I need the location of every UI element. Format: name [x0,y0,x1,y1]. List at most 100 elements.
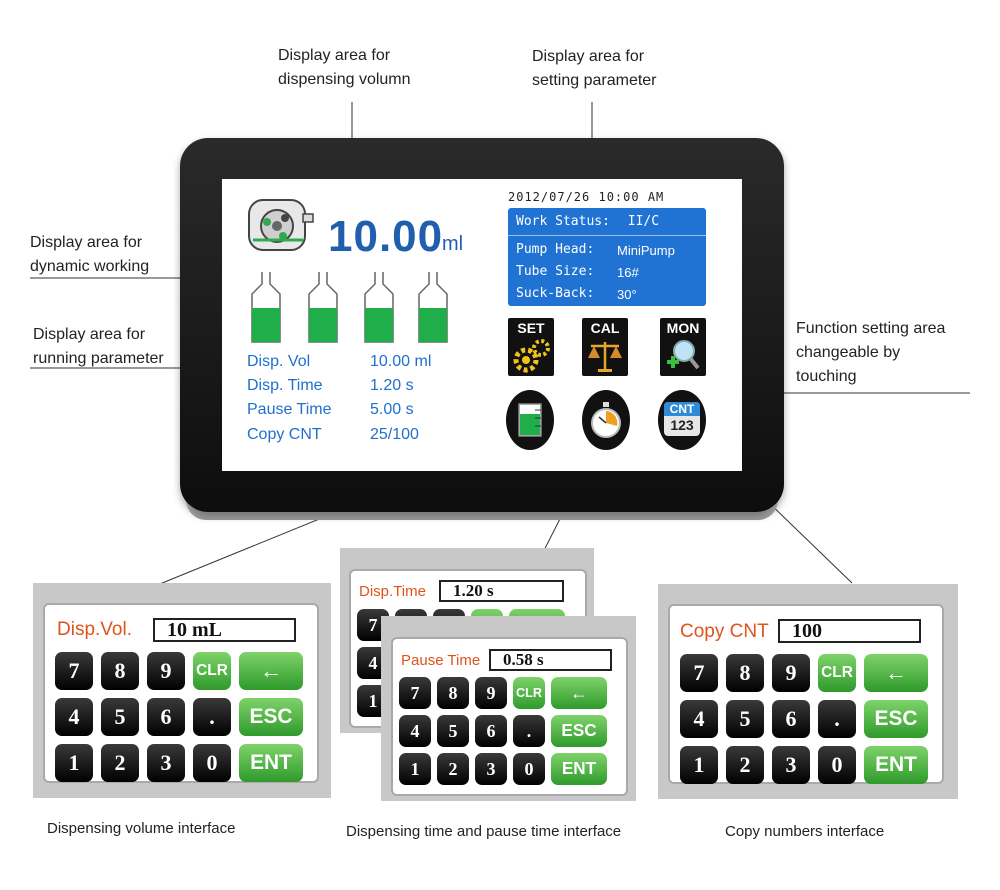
copy-key-1[interactable]: 1 [680,746,718,784]
gears-icon [513,339,550,373]
pump-head-label: Pump Head: [516,242,595,257]
suck-back-value: 30° [617,287,637,302]
volume-key-dot[interactable]: . [193,698,231,736]
bottle-icon [364,272,394,343]
volume-key-clr[interactable]: CLR [193,652,231,690]
pause-key-5[interactable]: 5 [437,715,469,747]
tube-size-value: 16# [617,265,639,280]
param-value-pause-time: 5.00 s [370,401,414,418]
volume-key-7[interactable]: 7 [55,652,93,690]
copy-key-8[interactable]: 8 [726,654,764,692]
suck-back-label: Suck-Back: [516,286,595,301]
bottle-icon [308,272,338,343]
copy-key-dot[interactable]: . [818,700,856,738]
copy-key-0[interactable]: 0 [818,746,856,784]
copy-key-clr[interactable]: CLR [818,654,856,692]
callout-line: Function setting area [796,320,946,337]
set-button[interactable]: SET [508,318,554,376]
callout-line: dynamic working [30,258,150,275]
callout-line: touching [796,368,857,385]
tube-size-label: Tube Size: [516,264,595,279]
volume-key-1[interactable]: 1 [55,744,93,782]
pause-key-4[interactable]: 4 [399,715,431,747]
stopwatch-icon [591,402,621,438]
work-status: Work Status: II/C [516,214,659,229]
copy-key-3[interactable]: 3 [772,746,810,784]
status-divider [508,235,706,236]
time-keypad-label: Disp.Time [359,583,426,600]
set-button-label: SET [517,320,545,336]
callout-line: Display area for [278,47,391,64]
counter-button[interactable]: CNT 123 [658,390,706,450]
pause-key-enter[interactable]: ENT [551,753,607,785]
counter-label: CNT [664,402,700,416]
pause-key-dot[interactable]: . [513,715,545,747]
copy-key-esc[interactable]: ESC [864,700,928,738]
pause-key-7[interactable]: 7 [399,677,431,709]
pause-key-2[interactable]: 2 [437,753,469,785]
copy-key-enter[interactable]: ENT [864,746,928,784]
pause-key-8[interactable]: 8 [437,677,469,709]
pause-input-display[interactable]: 0.58 s [489,649,612,671]
param-label-pause-time: Pause Time [247,401,332,418]
pause-key-0[interactable]: 0 [513,753,545,785]
dispensing-volume-unit: ml [442,233,464,255]
volume-key-5[interactable]: 5 [101,698,139,736]
pause-key-9[interactable]: 9 [475,677,507,709]
cal-button[interactable]: CAL [582,318,628,376]
cal-button-label: CAL [590,320,620,336]
volume-key-backspace-icon[interactable]: ← [239,652,303,690]
volume-key-2[interactable]: 2 [101,744,139,782]
callout-line: dispensing volumn [278,71,411,88]
volume-key-3[interactable]: 3 [147,744,185,782]
copy-key-6[interactable]: 6 [772,700,810,738]
pause-key-esc[interactable]: ESC [551,715,607,747]
mon-button[interactable]: MON [660,318,706,376]
param-label-copy-cnt: Copy CNT [247,426,322,443]
callout-dynamic-working: Display area for dynamic working [30,231,149,279]
param-value-disp-time: 1.20 s [370,377,414,394]
counter-icon: CNT 123 [664,402,700,436]
pause-key-3[interactable]: 3 [475,753,507,785]
copy-key-5[interactable]: 5 [726,700,764,738]
volume-key-9[interactable]: 9 [147,652,185,690]
volume-key-8[interactable]: 8 [101,652,139,690]
param-value-copy-cnt: 25/100 [370,426,419,443]
pause-key-1[interactable]: 1 [399,753,431,785]
param-label-disp-vol: Disp. Vol [247,353,311,370]
datetime: 2012/07/26 10:00 AM [508,190,665,204]
work-status-label: Work Status: [516,214,610,229]
copy-input-display[interactable]: 100 [778,619,921,643]
volume-key-esc[interactable]: ESC [239,698,303,736]
magnifier-plus-icon [667,340,700,370]
dispensing-volume-value: 10.00 [328,212,444,261]
copy-key-2[interactable]: 2 [726,746,764,784]
copy-key-7[interactable]: 7 [680,654,718,692]
timer-button[interactable] [582,390,630,450]
pause-key-6[interactable]: 6 [475,715,507,747]
callout-running-parameter: Display area for running parameter [33,323,164,371]
copy-key-4[interactable]: 4 [680,700,718,738]
volume-key-0[interactable]: 0 [193,744,231,782]
param-value-disp-vol: 10.00 ml [370,353,432,370]
callout-dispensing-volume: Display area for dispensing volumn [278,44,411,92]
copy-key-backspace-icon[interactable]: ← [864,654,928,692]
volume-input-display[interactable]: 10 mL [153,618,296,642]
pause-keypad-label: Pause Time [401,652,481,669]
caption-time-interface: Dispensing time and pause time interface [346,823,622,840]
caption-copy-interface: Copy numbers interface [725,823,885,840]
pause-key-clr[interactable]: CLR [513,677,545,709]
balance-scale-icon [588,342,622,372]
volume-key-6[interactable]: 6 [147,698,185,736]
volume-key-4[interactable]: 4 [55,698,93,736]
counter-sub-label: 123 [670,417,694,433]
pause-key-backspace-icon[interactable]: ← [551,677,607,709]
time-input-display[interactable]: 1.20 s [439,580,564,602]
callout-line: Display area for [33,326,146,343]
dispense-button[interactable] [506,390,554,450]
callout-function-setting: Function setting area changeable by touc… [796,317,945,389]
status-panel [508,208,706,306]
volume-key-enter[interactable]: ENT [239,744,303,782]
pump-head-value: MiniPump [617,243,675,258]
copy-key-9[interactable]: 9 [772,654,810,692]
